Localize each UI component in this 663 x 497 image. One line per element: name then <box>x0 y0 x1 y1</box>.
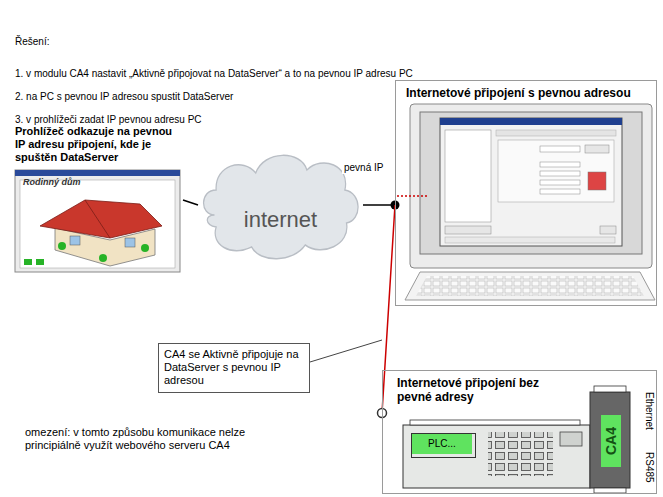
ca4-display: CA4 <box>591 393 631 489</box>
node-text: CA4 <box>601 415 621 467</box>
dotted-link <box>397 195 428 197</box>
callout-leader <box>310 340 382 362</box>
plc-device <box>403 420 590 488</box>
note-text: omezení: v tomto způsobu komunikace nelz… <box>25 426 265 452</box>
site-box: Internetové připojení s pevnou adresou <box>395 80 657 306</box>
node-text: Internetové připojení s pevnou adresou <box>406 86 651 100</box>
note-text: Řešení: <box>15 36 49 48</box>
node-subtext: Rodinný dům <box>23 177 123 188</box>
browser-screenshot <box>15 170 180 272</box>
node-text: Prohlížeč odkazuje na pevnou IP adresu p… <box>15 125 183 165</box>
ca4-module <box>590 386 630 493</box>
port-label: Ethernet <box>643 392 655 430</box>
note-text: 1. v modulu CA4 nastavit „Aktivně připoj… <box>15 68 413 80</box>
internet-cloud: internet <box>198 145 363 265</box>
plc-display: PLC... <box>411 433 476 458</box>
node-text: CA4 se Aktivně připojuje na DataServer s… <box>164 348 304 388</box>
callout-box: CA4 se Aktivně připojuje na DataServer s… <box>158 343 310 393</box>
node-text: PLC... <box>412 434 472 454</box>
port-label: RS485 <box>643 452 655 483</box>
pc-monitor <box>410 104 652 268</box>
note-text: pevná IP <box>342 162 385 174</box>
network-link <box>183 200 198 205</box>
node-text: internet <box>198 207 363 233</box>
pc-keyboard <box>405 272 655 300</box>
link-line <box>183 200 198 205</box>
node-text: Internetové připojení bez pevné adresy <box>397 376 557 405</box>
link-line <box>363 204 395 206</box>
network-link <box>378 205 396 418</box>
browser-screenshot: Prohlížeč odkazuje na pevnou IP adresu p… <box>15 125 183 275</box>
cloud-outline <box>198 145 363 265</box>
site-box: Internetové připojení bez pevné adresyPL… <box>382 370 657 494</box>
note-text: 2. na PC s pevnou IP adresou spustit Dat… <box>15 91 233 103</box>
note-text: 3. v prohlížeči zadat IP pevnou adresu P… <box>15 114 202 126</box>
link-line <box>382 205 395 413</box>
